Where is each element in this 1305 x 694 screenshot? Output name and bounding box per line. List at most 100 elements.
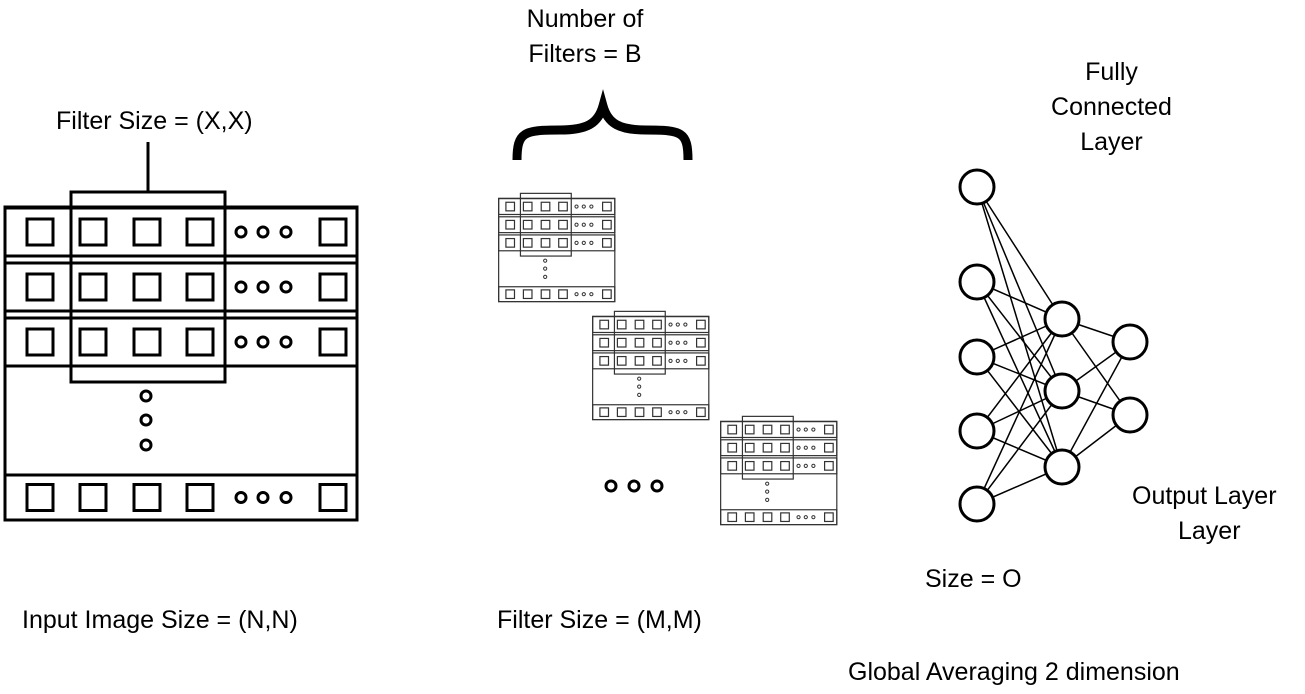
pixel-cell [318, 217, 348, 247]
filter-size-xx-label: Filter Size = (X,X) [56, 107, 253, 135]
feature-cell [540, 289, 551, 300]
pixel-cell [25, 483, 55, 512]
feature-dot [811, 515, 816, 520]
feature-dot [803, 445, 808, 450]
feature-cell [558, 201, 568, 212]
feature-cell [780, 460, 790, 471]
row-ellipsis-dot [256, 335, 270, 349]
pixel-cell [318, 327, 348, 357]
feature-dot [683, 358, 688, 363]
feature-dot [765, 489, 770, 494]
input-row [3, 206, 359, 258]
feature-dot [543, 274, 548, 279]
feature-cell [634, 355, 645, 366]
feature-dot [811, 445, 816, 450]
input-row [3, 261, 359, 313]
network-edge [976, 318, 1063, 505]
feature-dot [683, 322, 688, 327]
feature-cell [540, 201, 551, 212]
pixel-cell [185, 217, 215, 247]
feature-cell [558, 237, 568, 248]
feature-map-row [498, 216, 616, 234]
feature-cell [601, 219, 612, 230]
feature-cell [727, 512, 738, 523]
rows-ellipsis-dot [139, 389, 153, 403]
row-ellipsis-dot [256, 225, 270, 239]
feature-cell [780, 424, 790, 435]
feature-dot [574, 204, 579, 209]
feature-map [592, 310, 710, 421]
feature-dot [683, 410, 688, 415]
filter-size-mm-label: Filter Size = (M,M) [497, 606, 702, 634]
feature-cell [505, 289, 516, 300]
feature-cell [744, 424, 755, 435]
feature-dot [581, 240, 586, 245]
network-edge [976, 281, 1063, 392]
input-image-size-label: Input Image Size = (N,N) [22, 606, 298, 634]
feature-cell [727, 424, 738, 435]
feature-dot [803, 515, 808, 520]
feature-dot [543, 258, 548, 263]
pixel-cell [78, 483, 108, 512]
feature-cell [634, 337, 645, 348]
pixel-cell [25, 272, 55, 302]
feature-cell [601, 201, 612, 212]
pixel-cell [185, 327, 215, 357]
pixel-cell [132, 217, 162, 247]
feature-cell [744, 460, 755, 471]
feature-cell [652, 337, 662, 348]
feature-dot [668, 322, 673, 327]
feature-map-row [498, 234, 616, 252]
hidden-node [1043, 372, 1081, 410]
network-edge [976, 390, 1063, 505]
feature-filter-window [519, 192, 572, 257]
pixel-cell [318, 272, 348, 302]
output-node [1111, 323, 1149, 361]
row-ellipsis-dot [234, 225, 248, 239]
input-node [958, 168, 996, 206]
feature-cell [522, 219, 533, 230]
feature-dot [675, 358, 680, 363]
feature-cell [505, 219, 516, 230]
pixel-cell [185, 272, 215, 302]
feature-map-row [720, 439, 838, 457]
feature-dot [589, 292, 594, 297]
feature-cell [695, 355, 706, 366]
network-edge [976, 186, 1063, 392]
feature-dot [668, 410, 673, 415]
feature-dot [589, 204, 594, 209]
feature-cell [823, 442, 834, 453]
feature-cell [695, 319, 706, 330]
feature-filter-window [741, 415, 794, 480]
number-of-filters-line-2: Filters = B [528, 40, 642, 68]
output-layer-label-line-2: Layer [1178, 517, 1241, 545]
feature-filter-window [613, 310, 666, 375]
pixel-cell [132, 272, 162, 302]
feature-cell [505, 237, 516, 248]
feature-dot [589, 222, 594, 227]
feature-dot [675, 410, 680, 415]
feature-dot [637, 376, 642, 381]
feature-map-frame [720, 420, 838, 526]
feature-dot [675, 322, 680, 327]
number-of-filters-label: Number of Filters = B [520, 2, 650, 72]
network-nodes [958, 168, 1149, 523]
feature-dot [637, 392, 642, 397]
size-o-label: Size = O [925, 565, 1022, 593]
feature-cell [823, 424, 834, 435]
feature-dot [796, 445, 801, 450]
row-ellipsis-dot [234, 335, 248, 349]
row-ellipsis-dot [256, 491, 270, 504]
feature-map-row [720, 457, 838, 475]
feature-cell [652, 319, 662, 330]
feature-dot [668, 340, 673, 345]
pixel-cell [185, 483, 215, 512]
feature-dot [683, 340, 688, 345]
feature-map-frame [498, 197, 616, 303]
rows-ellipsis-dot [139, 438, 153, 452]
feature-cell [522, 289, 533, 300]
row-ellipsis-dot [279, 335, 293, 349]
feature-cell [558, 289, 568, 300]
network-edge [976, 318, 1063, 432]
feature-map-row [720, 509, 838, 526]
